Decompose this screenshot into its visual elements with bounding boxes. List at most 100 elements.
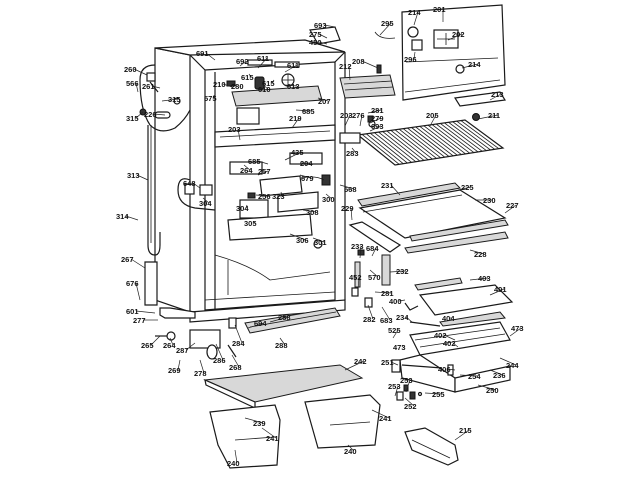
shelf-rod xyxy=(361,134,400,165)
leader-line xyxy=(125,215,139,221)
part-callout: 254 xyxy=(459,372,481,381)
leader-line xyxy=(299,174,312,179)
part-number-label: 306 xyxy=(296,236,309,245)
crisper-cover-shelf xyxy=(404,277,514,327)
part-number-label: 255 xyxy=(432,390,445,399)
part-callout: 679 xyxy=(299,174,314,183)
part-callout: 203 xyxy=(340,111,353,127)
part-number-label: 284 xyxy=(232,339,245,348)
leader-line xyxy=(135,282,141,301)
part-number-label: 406 xyxy=(438,365,451,374)
leader-line xyxy=(248,73,252,78)
part-callout: 215 xyxy=(454,426,472,441)
part-number-label: 253 xyxy=(388,382,401,391)
part-callout: 236 xyxy=(489,369,506,380)
part-number-label: 281 xyxy=(381,289,394,298)
part-number-label: 201 xyxy=(433,5,446,14)
part-number-label: 402 xyxy=(434,331,447,340)
part-number-label: 450 xyxy=(309,38,322,47)
leader-line xyxy=(136,174,149,181)
leader-line xyxy=(461,63,479,69)
part-number-label: 315 xyxy=(168,95,181,104)
shelf-rod xyxy=(394,129,433,160)
part-number-label: 610 xyxy=(258,85,271,94)
shelf-rod xyxy=(403,128,441,159)
part-number-label: 277 xyxy=(133,316,146,325)
part-callout: 265 xyxy=(141,335,161,350)
part-callout: 568 xyxy=(339,184,357,194)
part-callout: 315 xyxy=(126,111,144,123)
part-callout: 278 xyxy=(194,359,207,378)
shelf-rod xyxy=(415,126,454,157)
part-number-label: 231 xyxy=(381,181,394,190)
shelf-rod xyxy=(435,123,475,153)
part-callout: 204 xyxy=(300,159,313,168)
leader-line xyxy=(477,114,499,120)
leader-line xyxy=(150,335,161,346)
leader-line xyxy=(350,207,353,221)
part-callout: 287 xyxy=(176,342,196,355)
part-number-label: 313 xyxy=(127,171,140,180)
part-callout: 648 xyxy=(183,179,201,189)
leader-line xyxy=(401,344,404,348)
part-callout: 281 xyxy=(374,289,394,298)
part-number-label: 229 xyxy=(341,204,354,213)
part-number-label: 286 xyxy=(213,356,226,365)
part-number-label: 252 xyxy=(404,402,417,411)
leader-line xyxy=(424,392,443,395)
part-number-label: 264 xyxy=(240,166,253,175)
part-number-label: 615 xyxy=(262,79,275,88)
part-number-label: 308 xyxy=(306,208,319,217)
part-number-label: 685 xyxy=(248,157,261,166)
leader-line xyxy=(469,277,489,281)
part-number-label: 275 xyxy=(309,30,322,39)
leader-line xyxy=(344,114,351,127)
part-number-label: 304 xyxy=(199,199,212,208)
part-number-label: 264 xyxy=(163,341,176,350)
leader-line xyxy=(347,444,355,452)
freezer-door-liner xyxy=(401,4,506,101)
leader-line xyxy=(398,299,406,302)
part-callout: 404 xyxy=(442,314,455,323)
leader-line xyxy=(151,85,161,89)
leader-line xyxy=(381,306,391,321)
shelf-rod xyxy=(452,121,491,151)
leader-line xyxy=(257,57,268,69)
leader-line xyxy=(323,24,336,28)
part-number-label: 288 xyxy=(278,313,291,322)
part-number-label: 568 xyxy=(344,185,357,194)
part-callout: 276 xyxy=(352,111,365,127)
part-number-label: 211 xyxy=(488,111,500,120)
part-callout: 241 xyxy=(371,409,392,423)
part-number-label: 203 xyxy=(228,125,241,134)
leader-line xyxy=(371,409,390,419)
toe-grille xyxy=(244,307,341,334)
drain-tube xyxy=(147,125,161,256)
leader-line xyxy=(452,342,459,348)
part-number-label: 684 xyxy=(366,244,379,253)
part-callout: 401 xyxy=(489,285,507,296)
shelf-rod xyxy=(423,125,462,155)
part-number-label: 648 xyxy=(183,179,196,188)
part-number-label: 287 xyxy=(176,346,189,355)
leader-line xyxy=(295,109,313,112)
part-number-label: 261 xyxy=(142,82,155,91)
part-number-label: 611 xyxy=(257,54,269,63)
damper-cover xyxy=(309,26,341,45)
leader-line xyxy=(357,276,360,291)
leader-line xyxy=(344,360,365,371)
part-number-label: 202 xyxy=(452,30,465,39)
part-callout: 208 xyxy=(352,57,379,69)
leader-line xyxy=(215,343,224,361)
part-number-label: 323 xyxy=(272,192,285,201)
shelf-rod xyxy=(444,122,483,152)
leader-line xyxy=(317,97,329,102)
part-number-label: 305 xyxy=(244,219,257,228)
leader-line xyxy=(177,359,181,371)
leader-line xyxy=(280,191,283,197)
leader-line xyxy=(361,60,379,69)
part-number-label: 241 xyxy=(266,434,279,443)
part-callout: 601 xyxy=(126,307,156,316)
part-callout: 308 xyxy=(302,208,319,217)
